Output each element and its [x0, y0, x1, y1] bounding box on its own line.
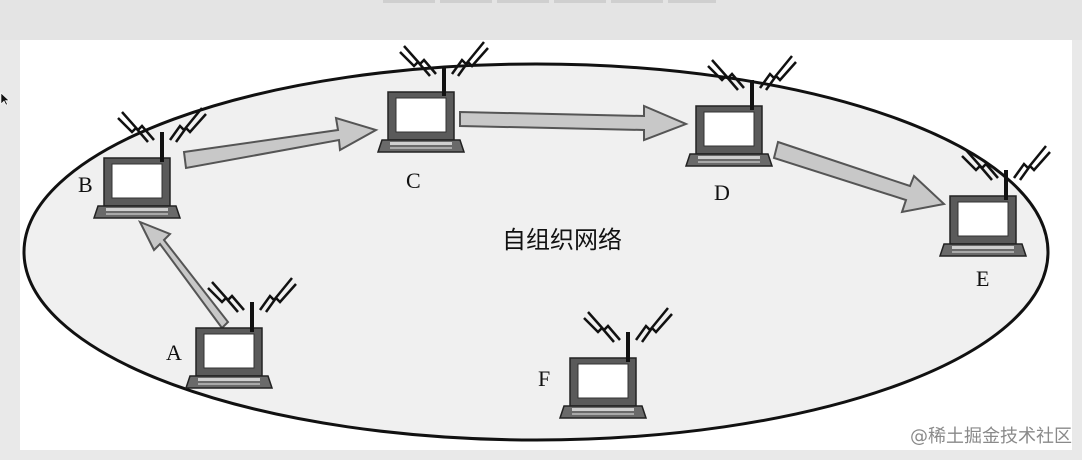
node-label-e: E: [976, 266, 990, 291]
toolbar-tab[interactable]: [497, 0, 549, 3]
toolbar-tab[interactable]: [440, 0, 492, 3]
edge-arrow-c-d: [459, 104, 689, 142]
toolbar-tab[interactable]: [554, 0, 606, 3]
edge-arrow-b-c: [182, 116, 379, 170]
toolbar-tab[interactable]: [611, 0, 663, 3]
edge-arrow-d-e: [772, 140, 947, 214]
node-label-f: F: [538, 366, 551, 391]
node-label-a: A: [166, 340, 182, 365]
left-gutter: [0, 40, 20, 460]
node-label-d: D: [714, 180, 730, 205]
toolbar-tab[interactable]: [668, 0, 716, 3]
top-toolbar-strip: [0, 0, 1082, 40]
cursor-icon: [0, 92, 10, 106]
watermark-text: @稀土掘金技术社区: [910, 426, 1072, 447]
diagram-title: 自组织网络: [502, 226, 622, 254]
node-label-c: C: [406, 168, 421, 193]
toolbar-tab[interactable]: [383, 0, 435, 3]
node-label-b: B: [78, 172, 93, 197]
edge-arrow-a-b: [137, 220, 230, 330]
